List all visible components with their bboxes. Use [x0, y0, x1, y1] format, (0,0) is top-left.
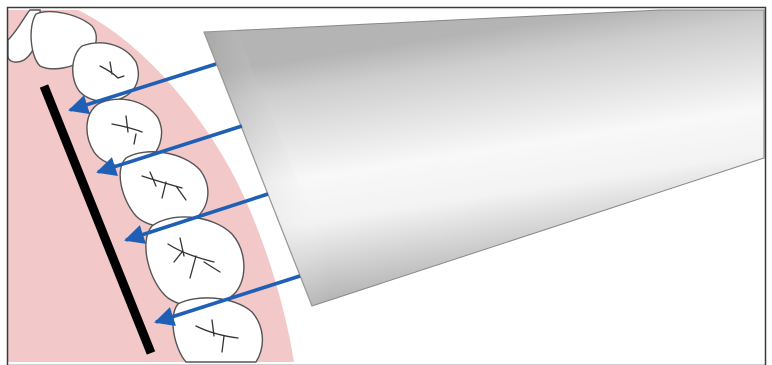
- xray-cone: [203, 9, 765, 307]
- tooth-molar-3: [172, 297, 263, 363]
- tooth-fissures: [99, 61, 239, 353]
- frame-border: [6, 6, 767, 365]
- tooth-premolar-1: [72, 42, 140, 103]
- cone-face-shade: [204, 30, 344, 306]
- teeth: [7, 9, 263, 363]
- beam-arrow-1: [68, 62, 217, 115]
- beam-arrow-2: [96, 124, 243, 177]
- beam-arrow-3: [124, 192, 269, 244]
- film-sensor: [39, 84, 156, 355]
- beam-arrow-4: [154, 274, 301, 327]
- cone-face-edge: [203, 31, 313, 307]
- beam-arrows: [68, 62, 301, 327]
